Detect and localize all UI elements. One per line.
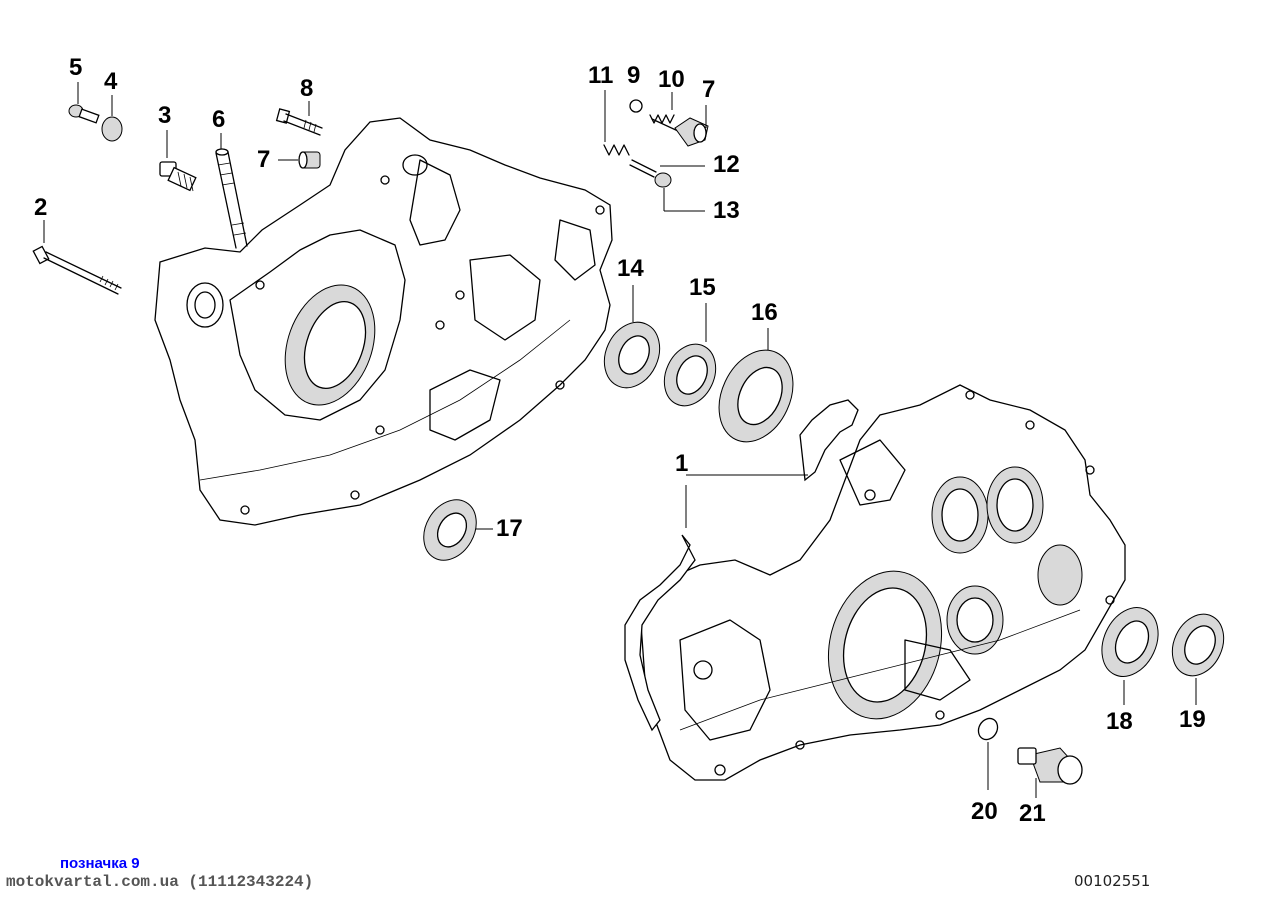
spring-valve [603, 144, 630, 156]
callout-16: 16 [751, 299, 778, 326]
callout-18: 18 [1106, 708, 1133, 735]
plug-right [674, 117, 709, 147]
spring-small [649, 114, 679, 132]
callout-11: 11 [588, 62, 614, 89]
callout-4: 4 [104, 68, 118, 95]
callout-5: 5 [69, 54, 83, 81]
washer-small [101, 116, 123, 142]
callout-3: 3 [158, 102, 172, 129]
watermark-text: motokvartal.com.ua (11112343224) [6, 873, 314, 891]
pin-valve [629, 159, 657, 178]
seal-15 [663, 343, 717, 407]
cap-valve [654, 172, 672, 188]
callout-12: 12 [713, 151, 740, 178]
callout-7-right: 7 [702, 76, 716, 103]
diagram-number: 00102551 [1074, 872, 1151, 890]
right-crankcase-half [639, 384, 1126, 781]
bearing-16 [718, 349, 794, 443]
callout-8: 8 [300, 75, 314, 102]
gasket-strip [624, 534, 696, 732]
callout-17: 17 [496, 515, 523, 542]
plug-left [298, 151, 321, 169]
gasket-plate [799, 399, 859, 482]
callout-9: 9 [627, 62, 641, 89]
bolt-short [159, 161, 197, 192]
bolt-medium [275, 108, 323, 136]
bolt-long [32, 245, 122, 295]
leader-lines [43, 82, 1197, 798]
callout-7-left: 7 [257, 146, 271, 173]
seal-19 [1171, 613, 1225, 677]
callout-10: 10 [658, 66, 685, 93]
seal-17 [423, 499, 477, 561]
bearing-18 [1101, 607, 1159, 677]
washer-20 [977, 717, 999, 741]
drain-screw [1017, 747, 1083, 785]
stud [215, 148, 248, 249]
callout-13: 13 [713, 197, 740, 224]
left-crankcase-half [154, 117, 613, 526]
callout-21: 21 [1019, 800, 1046, 827]
callout-2: 2 [34, 194, 48, 221]
bearing-14 [603, 321, 661, 389]
caption-label: позначка 9 [60, 855, 140, 872]
callout-1: 1 [675, 450, 689, 477]
callout-14: 14 [617, 255, 644, 282]
callout-20: 20 [971, 798, 998, 825]
ball [629, 99, 643, 113]
callout-19: 19 [1179, 706, 1206, 733]
callout-6: 6 [212, 106, 226, 133]
callout-15: 15 [689, 274, 716, 301]
screw-small [68, 104, 100, 124]
